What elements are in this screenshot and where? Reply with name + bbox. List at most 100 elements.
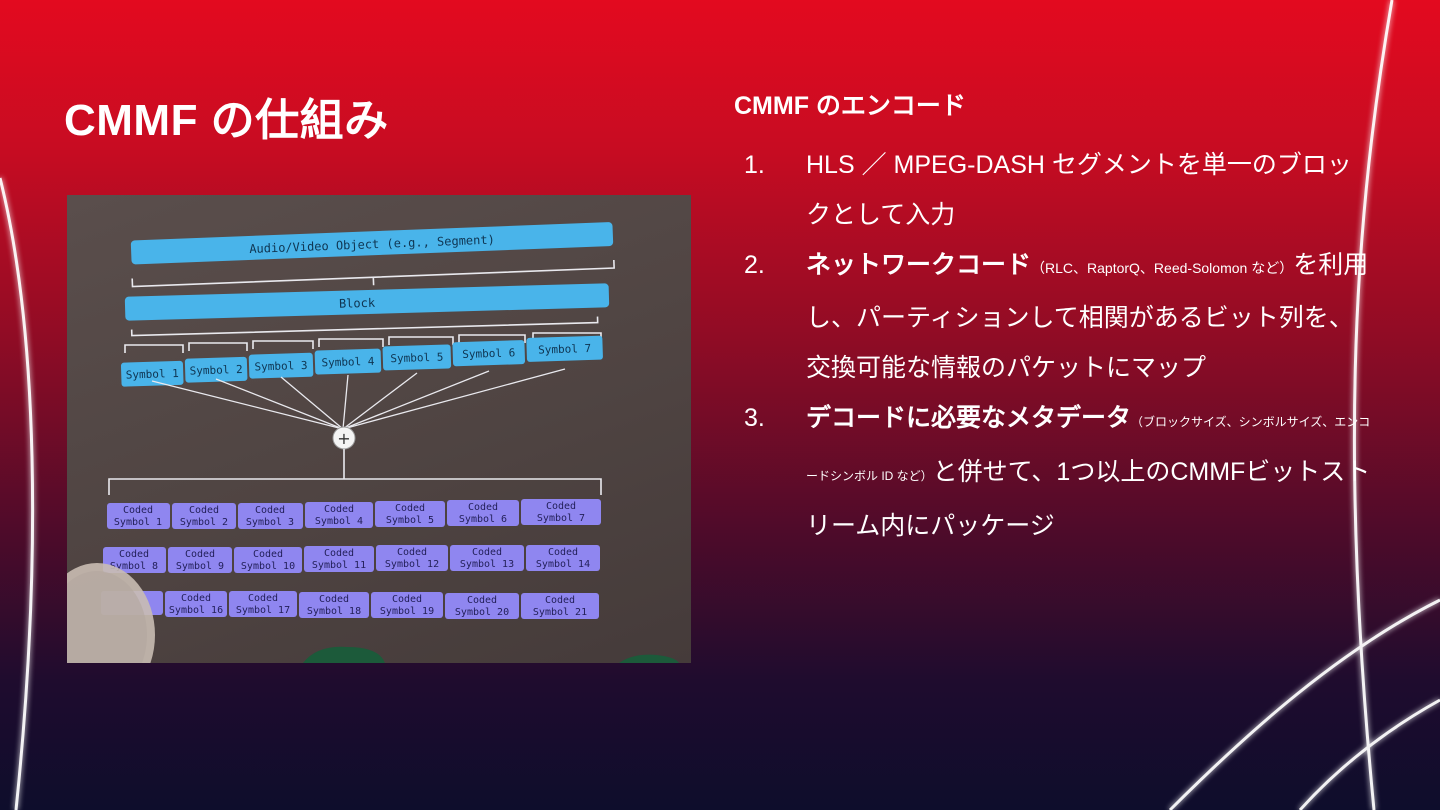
coded-symbol-box: [103, 547, 166, 573]
symbol-box: [248, 352, 314, 379]
coded-symbol-label: Symbol 1: [114, 517, 162, 528]
coded-symbol-box: [521, 593, 599, 619]
symbol-box: [120, 360, 184, 387]
coded-symbol-box: [376, 545, 448, 571]
symbol-label: Symbol 1: [126, 367, 179, 382]
coded-row-1: Coded Symbol 1 Coded Symbol 2 Coded Symb…: [107, 499, 601, 529]
symbol-box: [382, 344, 452, 371]
coded-symbol-label: Symbol 13: [460, 559, 514, 570]
svg-text:Coded: Coded: [248, 593, 278, 604]
coded-symbol-box: [107, 503, 170, 529]
step-text: と併せて、1つ以上のCMMFビットストリーム内にパッケージ: [806, 458, 1371, 540]
symbol-box: [184, 356, 248, 383]
svg-text:Coded: Coded: [395, 503, 425, 514]
coded-symbol-box: [305, 502, 373, 528]
svg-text:Coded: Coded: [255, 505, 285, 516]
step-text: HLS ／ MPEG-DASH セグメントを単一のブロックとして入力: [806, 151, 1352, 229]
step-item: 3. デコードに必要なメタデータ（ブロックサイズ、シンボルサイズ、エンコードシン…: [744, 393, 1374, 551]
coded-symbol-label: Symbol 5: [386, 515, 434, 526]
coded-symbol-label: Symbol 14: [536, 559, 590, 570]
svg-text:Coded: Coded: [548, 547, 578, 558]
svg-text:Coded: Coded: [324, 548, 354, 559]
coded-symbol-label: Symbol 17: [236, 605, 290, 616]
coded-symbol-box: [304, 546, 374, 572]
coded-symbol-label: Symbol 21: [533, 607, 587, 618]
coded-symbol-box: [526, 545, 600, 571]
coded-symbol-box: [172, 503, 236, 529]
coded-symbol-label: Symbol 6: [459, 514, 507, 525]
coded-symbol-box: [229, 591, 297, 617]
coded-symbol-box: [447, 500, 519, 526]
network-coding-diagram: Audio/Video Object (e.g., Segment) Block…: [67, 222, 679, 663]
step-number: 2.: [744, 251, 765, 279]
step-note: （RLC、RaptorQ、Reed-Solomon など）: [1031, 260, 1294, 276]
symbol-label: Symbol 5: [390, 351, 443, 366]
coded-symbol-label: Symbol 12: [385, 559, 439, 570]
svg-text:Coded: Coded: [546, 501, 576, 512]
coded-symbol-label: Symbol 8: [110, 561, 158, 572]
svg-text:Coded: Coded: [119, 549, 149, 560]
coded-symbol-label: Symbol 4: [315, 516, 363, 527]
symbols-row: Symbol 1 Symbol 2 Symbol 3 Symbol 4 Symb…: [120, 335, 603, 387]
svg-text:Coded: Coded: [472, 547, 502, 558]
encoding-steps-list: 1. HLS ／ MPEG-DASH セグメントを単一のブロックとして入力 2.…: [744, 140, 1374, 551]
step-number: 3.: [744, 404, 765, 432]
coded-symbol-label: Symbol 7: [537, 513, 585, 524]
coded-symbol-label: Symbol 3: [246, 517, 294, 528]
svg-text:Coded: Coded: [397, 547, 427, 558]
step-text: を利用し、パーティションして相関があるビット列を、交換可能な情報のパケットにマッ…: [806, 251, 1369, 382]
coded-symbol-box: [168, 547, 232, 573]
step-lead: ネットワークコード: [806, 251, 1032, 279]
seat-shape: [619, 654, 679, 663]
symbol-label: Symbol 2: [189, 363, 242, 378]
svg-text:Coded: Coded: [468, 502, 498, 513]
coded-row-2: Coded Symbol 8 Coded Symbol 9 Coded Symb…: [103, 545, 600, 573]
coded-symbol-box: [371, 592, 443, 618]
symbol-label: Symbol 3: [254, 359, 307, 374]
svg-text:Coded: Coded: [253, 549, 283, 560]
coded-symbol-box: [375, 501, 445, 527]
symbol-box: [526, 335, 603, 362]
coded-symbol-label: Symbol 9: [176, 561, 224, 572]
step-item: 1. HLS ／ MPEG-DASH セグメントを単一のブロックとして入力: [744, 140, 1374, 240]
step-item: 2. ネットワークコード（RLC、RaptorQ、Reed-Solomon など…: [744, 240, 1374, 393]
coded-symbol-label: Symbol 11: [312, 560, 366, 571]
coded-symbol-box: [521, 499, 601, 525]
coded-symbol-label: Symbol 2: [180, 517, 228, 528]
block-bar: [124, 283, 610, 321]
svg-text:Coded: Coded: [545, 595, 575, 606]
coded-symbol-label: Symbol 19: [380, 606, 434, 617]
section-heading: CMMF のエンコード: [734, 92, 966, 120]
step-note: （ブロックサイズ、シンボルサイズ、エンコードシンボル ID など）: [806, 415, 1371, 483]
step-number: 1.: [744, 151, 765, 179]
svg-text:Coded: Coded: [189, 505, 219, 516]
coded-symbol-label: Symbol 10: [241, 561, 295, 572]
symbol-label: Symbol 4: [321, 355, 375, 370]
svg-text:Coded: Coded: [392, 594, 422, 605]
coded-symbol-box: [234, 547, 302, 573]
coded-symbol-label: Symbol 18: [307, 606, 361, 617]
symbol-label: Symbol 6: [462, 346, 515, 361]
coded-symbol-label: Symbol 20: [455, 607, 509, 618]
page-title: CMMF の仕組み: [64, 96, 389, 145]
svg-text:Coded: Coded: [181, 593, 211, 604]
step-lead: デコードに必要なメタデータ: [806, 404, 1132, 432]
coded-symbol-box: [238, 503, 303, 529]
coded-symbol-box: [165, 591, 227, 617]
coded-symbol-box: [445, 593, 519, 619]
symbol-box: [314, 348, 382, 375]
symbol-box: [452, 340, 526, 367]
coded-symbol-box: [299, 592, 369, 618]
plus-icon: +: [337, 429, 350, 448]
coded-symbol-box: [450, 545, 524, 571]
svg-text:Coded: Coded: [467, 595, 497, 606]
seat-shape: [303, 646, 385, 663]
symbol-label: Symbol 7: [538, 342, 591, 357]
svg-text:Coded: Coded: [319, 594, 349, 605]
block-label: Block: [339, 296, 376, 311]
diagram-photo: Audio/Video Object (e.g., Segment) Block…: [67, 195, 691, 663]
svg-text:Coded: Coded: [324, 504, 354, 515]
coded-row-3: Coded Symbol 16 Coded Symbol 17 Coded Sy…: [101, 591, 599, 619]
svg-text:Coded: Coded: [185, 549, 215, 560]
coded-symbol-label: Symbol 16: [169, 605, 223, 616]
